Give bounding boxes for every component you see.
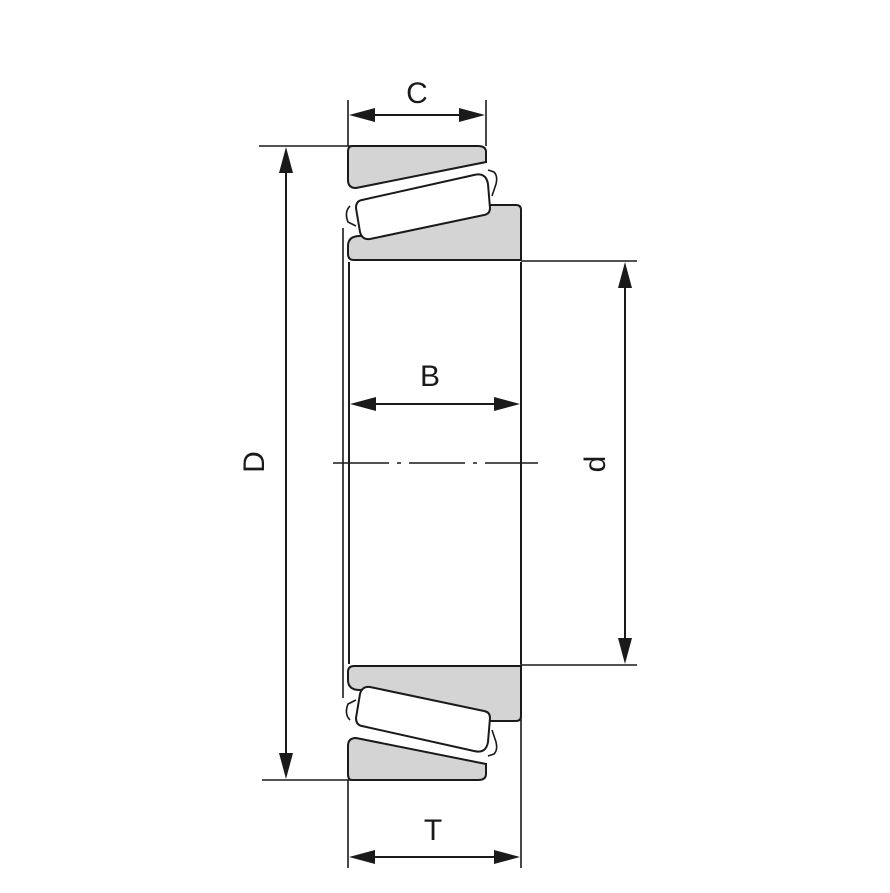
top-cup [347,145,487,190]
dimension-c: C [347,77,487,146]
d-inner-arrow-top [618,262,632,288]
dimension-d-inner: d [521,260,637,666]
bottom-cup [347,736,487,781]
c-arrow-right [459,108,485,122]
b-arrow-right [494,397,520,411]
dimension-d-outer: D [238,145,352,781]
b-arrow-left [350,397,376,411]
t-arrow-right [494,850,520,864]
bottom-cage [345,699,498,757]
c-arrow-left [349,108,375,122]
d-outer-label: D [238,451,271,473]
bearing-section [333,145,538,781]
d-outer-arrow-top [279,147,293,173]
t-arrow-left [349,850,375,864]
d-inner-arrow-bottom [618,638,632,664]
d-inner-label: d [579,456,612,473]
bottom-roller [354,685,492,753]
c-label: C [406,77,428,110]
dimension-b: B [350,360,520,411]
t-label: T [424,814,442,847]
dimension-t: T [347,664,522,868]
b-label: B [420,360,440,393]
top-cone [347,204,522,261]
d-outer-arrow-bottom [279,753,293,779]
top-roller [354,173,492,241]
top-cage [345,169,498,227]
